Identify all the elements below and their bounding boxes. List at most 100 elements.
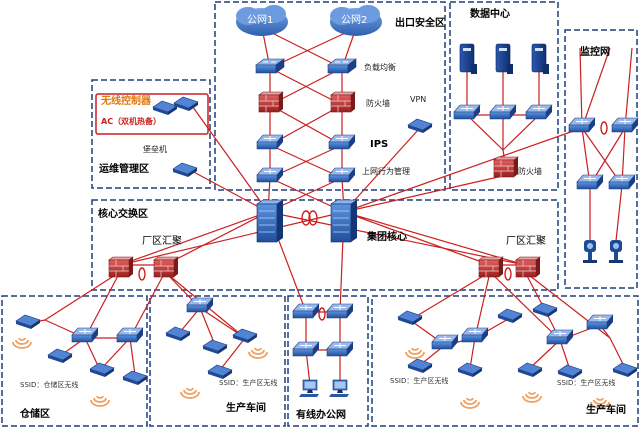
firewall-icon [330, 91, 356, 113]
vpn-icon [407, 118, 433, 134]
aggregation-switch-icon [153, 256, 179, 278]
monitor-switch-icon [611, 117, 639, 133]
bastion-host-icon [172, 162, 198, 178]
wireless-controller-label: 无线控制器 [101, 96, 151, 107]
aggregation-switch-icon [108, 256, 134, 278]
zone-title-warehouse: 仓储区 [20, 409, 50, 420]
access-switch-icon [546, 329, 574, 345]
access-point-icon [457, 362, 483, 378]
cloud-label: 公网1 [247, 15, 274, 26]
server-icon [531, 43, 550, 75]
zone-wireless-ops [91, 79, 211, 189]
wireless-controller-box [95, 93, 209, 135]
core-switch-icon [330, 199, 358, 243]
zone-data-center [449, 1, 559, 191]
cloud-public-2 [330, 5, 382, 36]
wireless-signal-icon [248, 347, 268, 359]
load-balancer-icon [327, 58, 357, 74]
dc-firewall-label: 防火墙 [518, 167, 542, 176]
access-point-icon [122, 370, 148, 386]
zone-title-data-center: 数据中心 [470, 9, 510, 20]
aggregation-switch-icon [515, 256, 541, 278]
group-core-label: 集团核心 [367, 232, 407, 243]
ssid-production-2a-label: SSID：生产区无线 [390, 377, 449, 385]
ssid-production-1-label: SSID：生产区无线 [219, 379, 278, 387]
access-point-icon [202, 339, 228, 355]
wireless-signal-icon [405, 347, 425, 359]
dc-firewall-icon [493, 156, 519, 178]
monitor-switch-icon [568, 117, 596, 133]
office-switch-icon [292, 341, 320, 357]
zone-title-production-1: 生产车间 [226, 403, 266, 414]
server-icon [495, 43, 514, 75]
camera-icon [609, 240, 623, 263]
access-point-icon [517, 362, 543, 378]
cloud-label: 公网2 [341, 15, 368, 26]
ac-ha-label: AC（双机热备） [101, 117, 162, 126]
monitor-switch-icon [608, 174, 636, 190]
zone-wired-office [287, 295, 369, 427]
ssid-warehouse-label: SSID：仓储区无线 [20, 381, 79, 389]
ips-icon [328, 134, 356, 150]
access-point-icon [612, 362, 638, 378]
firewall-label: 防火墙 [366, 99, 390, 108]
dc-switch-icon [525, 104, 553, 120]
vpn-label: VPN [410, 95, 427, 104]
access-switch-icon [116, 327, 144, 343]
zone-title-ops: 运维管理区 [99, 164, 149, 175]
plant-agg-right-label: 厂区汇聚 [506, 236, 546, 247]
access-point-icon [47, 348, 73, 364]
access-point-icon [207, 364, 233, 380]
core-switch-icon [256, 199, 284, 243]
access-switch-icon [186, 297, 214, 313]
firewall-icon [258, 91, 284, 113]
link-aggregation-marks [138, 121, 608, 321]
access-point-icon [165, 326, 191, 342]
aggregation-switch-icon [478, 256, 504, 278]
bastion-label: 堡垒机 [143, 145, 167, 154]
zone-production-1 [149, 295, 286, 427]
camera-icon [583, 240, 597, 263]
access-switch-icon [461, 327, 489, 343]
office-switch-icon [326, 303, 354, 319]
zone-title-core: 核心交换区 [98, 209, 148, 220]
access-switch-icon [586, 314, 614, 330]
behavior-mgmt-label: 上网行为管理 [362, 167, 410, 176]
zone-warehouse [1, 295, 148, 427]
plant-agg-left-label: 厂区汇聚 [142, 236, 182, 247]
wireless-signal-icon [180, 387, 200, 399]
access-point-icon [407, 358, 433, 374]
cloud-public-1 [236, 5, 288, 36]
access-point-icon [497, 308, 523, 324]
access-point-icon [397, 310, 423, 326]
dc-switch-icon [453, 104, 481, 120]
access-switch-icon [431, 334, 459, 350]
load-balance-label: 负载均衡 [364, 63, 396, 72]
pc-icon [328, 379, 350, 398]
server-icon [459, 43, 478, 75]
zone-title-monitoring: 监控网 [580, 47, 610, 58]
dc-switch-icon [489, 104, 517, 120]
zone-monitoring [564, 29, 638, 289]
access-point-icon [557, 364, 583, 380]
network-links [19, 27, 633, 386]
access-point-icon [89, 362, 115, 378]
access-point-icon [532, 302, 558, 318]
access-switch-icon [71, 327, 99, 343]
office-switch-icon [292, 303, 320, 319]
wireless-signal-icon [12, 337, 32, 349]
wireless-signal-icon [90, 395, 110, 407]
zone-title-exit-security: 出口安全区 [395, 18, 445, 29]
monitor-switch-icon [576, 174, 604, 190]
pc-icon [298, 379, 320, 398]
zone-title-production-2: 生产车间 [586, 405, 626, 416]
ips-icon [256, 134, 284, 150]
office-switch-icon [326, 341, 354, 357]
wireless-signal-icon [460, 397, 480, 409]
zone-title-wired-office: 有线办公网 [296, 410, 346, 421]
zone-exit-security [214, 1, 446, 191]
behavior-mgmt-icon [328, 167, 356, 183]
ssid-production-2b-label: SSID：生产区无线 [557, 379, 616, 387]
load-balancer-icon [255, 58, 285, 74]
